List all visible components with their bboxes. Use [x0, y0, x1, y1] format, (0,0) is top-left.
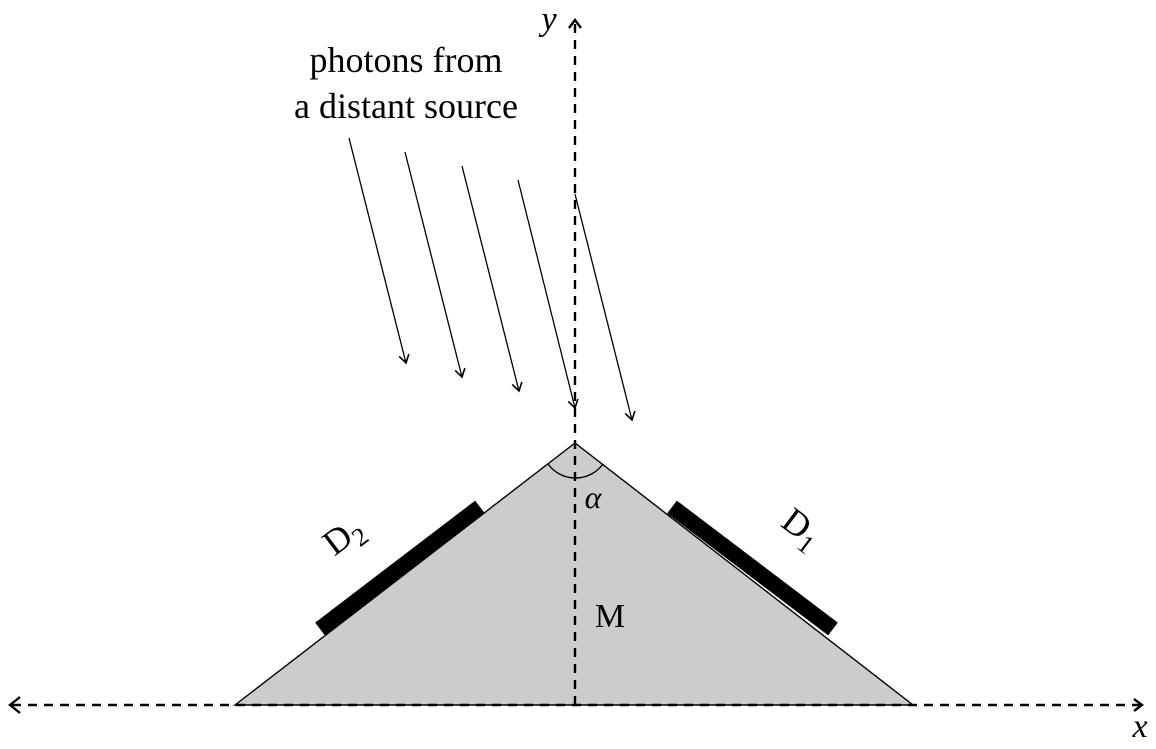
photon-ray: [348, 137, 410, 365]
body-label: M: [595, 598, 625, 635]
y-axis-label: y: [538, 1, 557, 38]
detector-d2: [315, 500, 485, 636]
x-axis-label: x: [1131, 708, 1147, 745]
detector-d2-label: D2: [315, 508, 374, 568]
photon-ray: [461, 165, 523, 393]
caption-line1: photons from: [310, 40, 503, 80]
photon-rays: [348, 137, 636, 422]
photon-ray: [517, 179, 579, 410]
detector-d1-label: D1: [771, 500, 830, 560]
photon-ray: [574, 193, 636, 422]
detector-d1: [667, 500, 838, 636]
photon-ray: [404, 151, 466, 379]
caption-line2: a distant source: [294, 86, 518, 126]
angle-label: α: [585, 479, 603, 515]
x-axis-left-arrowhead: [8, 696, 21, 714]
